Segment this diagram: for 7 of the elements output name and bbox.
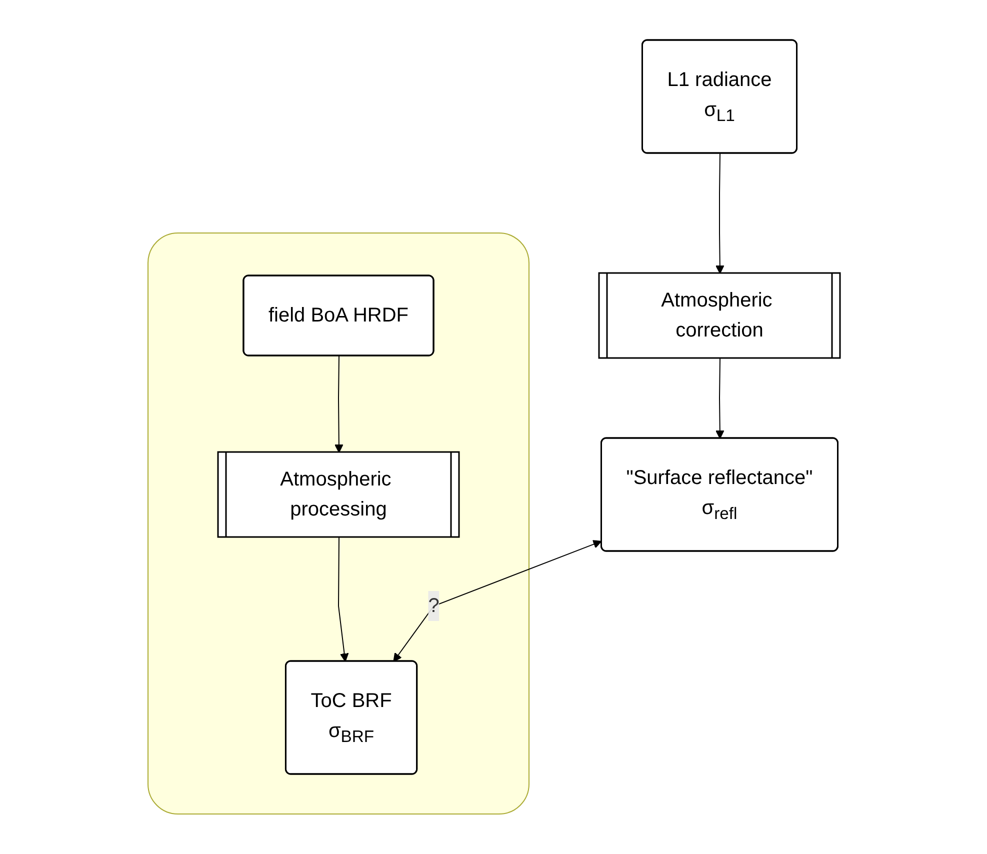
edge-label: ? [428,595,439,617]
arrow [392,540,602,662]
cluster [147,232,529,814]
arrow [715,153,724,274]
arrow [715,358,724,439]
arrow [338,537,348,662]
arrow [334,356,343,453]
